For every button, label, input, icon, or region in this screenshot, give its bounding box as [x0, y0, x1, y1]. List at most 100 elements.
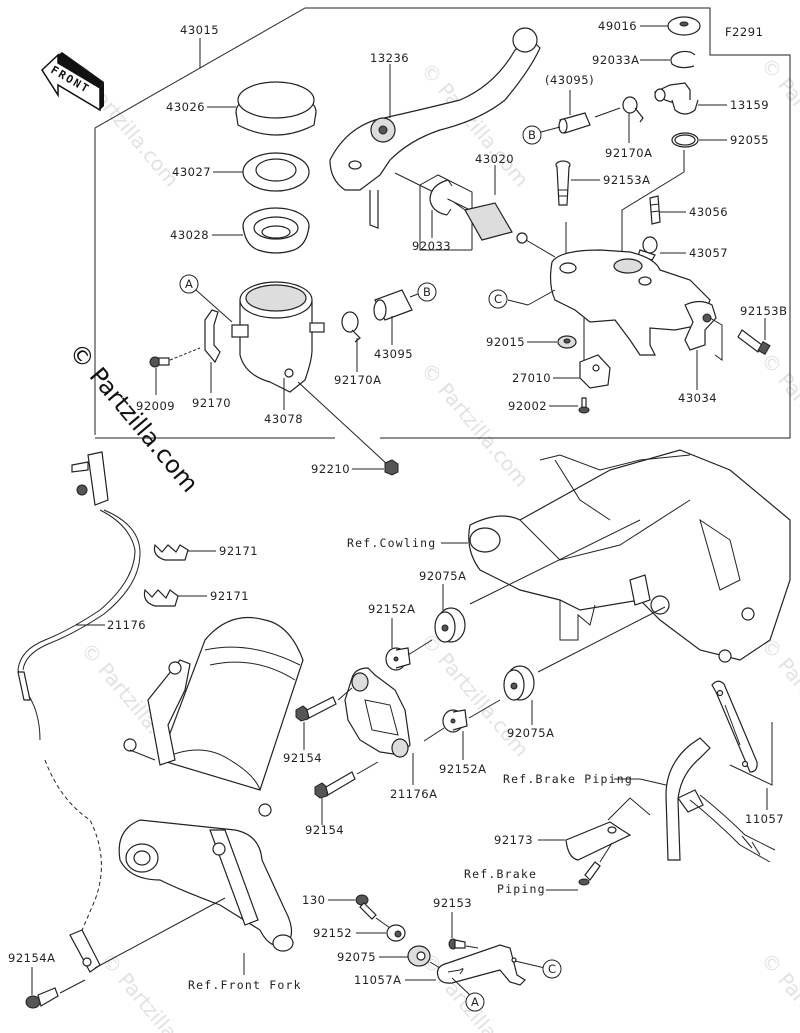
part-label-43034[interactable]: 43034 — [678, 391, 717, 405]
part-label-13236[interactable]: 13236 — [370, 51, 409, 65]
part-label-92075[interactable]: 92075 — [337, 950, 376, 964]
part-label-92171-a[interactable]: 92171 — [219, 544, 258, 558]
bolt-92154A[interactable] — [25, 987, 59, 1009]
bolt-92154-bot[interactable] — [314, 771, 356, 799]
part-label-21176[interactable]: 21176 — [107, 618, 146, 632]
diaphragm-plate-43027[interactable] — [242, 152, 310, 192]
part-label-21176A[interactable]: 21176A — [390, 787, 437, 801]
part-label-92170A-top[interactable]: 92170A — [605, 146, 652, 160]
clamp-screw[interactable] — [578, 861, 601, 886]
part-label-43095[interactable]: 43095 — [374, 347, 413, 361]
part-label-92152A-top[interactable]: 92152A — [368, 602, 415, 616]
part-label-49016[interactable]: 49016 — [598, 19, 637, 33]
part-label-43015[interactable]: 43015 — [180, 23, 219, 37]
part-label-43057[interactable]: 43057 — [689, 246, 728, 260]
ref-front-fork[interactable]: Ref.Front Fork — [188, 978, 302, 992]
brake-switch-27010[interactable] — [579, 354, 611, 389]
part-label-92154-top[interactable]: 92154 — [283, 751, 322, 765]
part-label-92153A[interactable]: 92153A — [603, 173, 650, 187]
screw-92009[interactable] — [149, 356, 170, 368]
bracket-92170[interactable] — [204, 309, 221, 364]
part-label-92015[interactable]: 92015 — [486, 335, 525, 349]
reservoir-cap-43026[interactable] — [235, 81, 317, 136]
pivot-bolt-92153A[interactable] — [555, 160, 571, 206]
part-label-11057[interactable]: 11057 — [745, 812, 784, 826]
piston-43020[interactable] — [454, 202, 556, 258]
grommet-92075A-bot[interactable] — [503, 665, 535, 701]
hose-clamp-92170A[interactable] — [341, 311, 361, 343]
ref-brake-piping-2a[interactable]: Ref.Brake — [464, 867, 537, 881]
nut-92210[interactable] — [384, 459, 399, 476]
part-label-43056[interactable]: 43056 — [689, 205, 728, 219]
leader-92009-axis — [169, 347, 201, 361]
part-label-13159[interactable]: 13159 — [730, 98, 769, 112]
part-label-92154-bot[interactable]: 92154 — [305, 823, 344, 837]
nut-92015[interactable] — [557, 335, 577, 349]
part-label-43078[interactable]: 43078 — [264, 412, 303, 426]
part-label-92154A[interactable]: 92154A — [8, 951, 55, 965]
part-label-43095-ref[interactable]: (43095) — [545, 73, 594, 87]
collar-92152[interactable] — [386, 924, 406, 942]
collar-92152A-bot[interactable] — [442, 709, 468, 733]
sensor-harness-21176[interactable] — [17, 451, 141, 936]
part-label-43026[interactable]: 43026 — [166, 100, 205, 114]
part-label-92033A[interactable]: 92033A — [592, 53, 639, 67]
circlip-92033[interactable] — [429, 179, 453, 216]
ref-cowling[interactable]: Ref.Cowling — [347, 536, 436, 550]
part-label-92075A-top[interactable]: 92075A — [419, 569, 466, 583]
cap-49016[interactable] — [667, 16, 701, 36]
grommet-92075A-top[interactable] — [434, 607, 466, 643]
hose-43095-ref[interactable] — [558, 112, 591, 134]
clip-92171-b[interactable] — [143, 588, 179, 607]
part-label-92075A-bot[interactable]: 92075A — [507, 726, 554, 740]
callout-a-bot — [465, 992, 485, 1012]
part-label-27010[interactable]: 27010 — [512, 371, 551, 385]
fitting-13159[interactable] — [653, 82, 699, 115]
clamp-43034[interactable] — [684, 300, 717, 351]
screw-92002[interactable] — [578, 397, 590, 414]
clip-92171-a[interactable] — [153, 543, 189, 561]
diaphragm-43028[interactable] — [242, 207, 310, 254]
pipe-clamp-92173[interactable] — [565, 821, 632, 861]
circlip-92033A[interactable] — [670, 50, 696, 69]
grommet-92075[interactable] — [407, 945, 431, 967]
bleeder-43056[interactable] — [649, 195, 661, 225]
ref-brake-piping-2b[interactable]: Piping — [497, 882, 546, 896]
part-label-92055[interactable]: 92055 — [730, 133, 769, 147]
plate-11057[interactable] — [711, 680, 758, 773]
hose-clamp-92170A-top[interactable] — [622, 96, 644, 123]
part-label-92153[interactable]: 92153 — [433, 896, 472, 910]
part-label-11057A[interactable]: 11057A — [354, 973, 401, 987]
part-label-43028[interactable]: 43028 — [170, 228, 209, 242]
bolt-130[interactable] — [355, 894, 377, 920]
part-label-92152[interactable]: 92152 — [313, 926, 352, 940]
part-label-92002[interactable]: 92002 — [508, 399, 547, 413]
hose-43095[interactable] — [373, 289, 413, 321]
part-label-92170[interactable]: 92170 — [192, 396, 231, 410]
watermark: © Partzilla.com — [756, 348, 800, 482]
part-label-92009[interactable]: 92009 — [136, 399, 175, 413]
part-label-92170A-mid[interactable]: 92170A — [334, 373, 381, 387]
bolt-92153B[interactable] — [737, 329, 771, 356]
ref-brake-piping[interactable]: Ref.Brake Piping — [503, 772, 633, 786]
part-label-92033[interactable]: 92033 — [412, 239, 451, 253]
plate-bracket-line — [729, 722, 773, 786]
part-label-92152A-bot[interactable]: 92152A — [439, 762, 486, 776]
bracket-11057A[interactable] — [436, 944, 526, 986]
part-label-130[interactable]: 130 — [302, 893, 325, 907]
part-label-92210[interactable]: 92210 — [311, 462, 350, 476]
part-label-92171-b[interactable]: 92171 — [210, 589, 249, 603]
collar-92152A-top[interactable] — [385, 647, 411, 671]
part-label-92153B[interactable]: 92153B — [740, 304, 787, 318]
part-label-43027[interactable]: 43027 — [172, 165, 211, 179]
master-cylinder-body[interactable] — [549, 249, 711, 356]
brake-lever-13236[interactable] — [329, 27, 541, 229]
reservoir-43078[interactable] — [231, 281, 325, 393]
part-label-92173[interactable]: 92173 — [494, 833, 533, 847]
part-label-43020[interactable]: 43020 — [475, 152, 514, 166]
o-ring-92055[interactable] — [671, 132, 699, 148]
bolt-92154-top[interactable] — [295, 696, 337, 722]
sensor-21176A[interactable] — [344, 667, 411, 758]
screw-92153[interactable] — [448, 938, 466, 950]
